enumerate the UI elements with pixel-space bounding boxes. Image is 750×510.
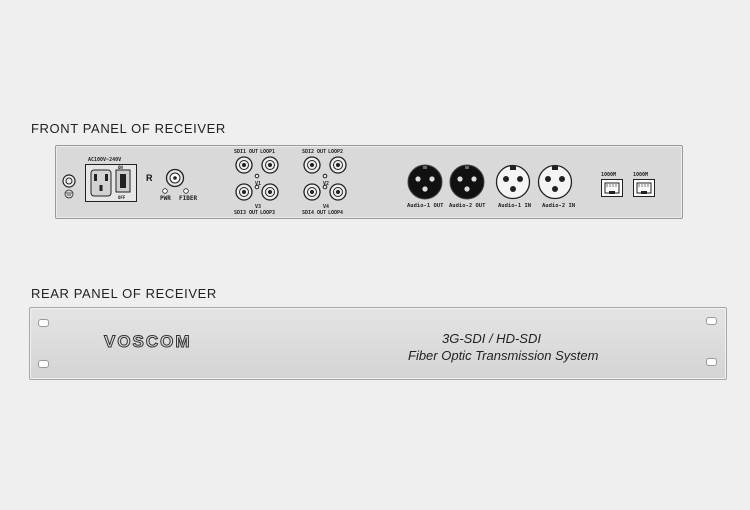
loop2-label: LOOP2	[328, 149, 344, 155]
mount-hole-top-right	[706, 317, 717, 325]
loop3-label: LOOP3	[260, 210, 276, 216]
audio-1-in-xlr[interactable]	[495, 164, 531, 200]
sdi4-out-label: SDI4 OUT	[302, 210, 327, 216]
product-subtitle: Fiber Optic Transmission System	[408, 348, 599, 363]
audio-2-in-xlr[interactable]	[537, 164, 573, 200]
front-panel-title: FRONT PANEL OF RECEIVER	[31, 121, 226, 136]
v3-label: V3	[255, 204, 262, 210]
lan-2-label: 1000M	[633, 172, 649, 178]
brand-logo: VOSCOM	[104, 332, 192, 352]
rear-panel: VOSCOM 3G-SDI / HD-SDI Fiber Optic Trans…	[29, 307, 727, 380]
pwr-led-label: PWR	[160, 195, 171, 202]
front-panel: AC100V~240V ON OFF R PWR FIBER SDI1 OUT …	[55, 145, 683, 219]
fuse-off-label: OFF	[118, 195, 126, 200]
sdi-bnc-group-1[interactable]	[235, 155, 279, 211]
audio-1-out-label: Audio-1 OUT	[407, 203, 444, 209]
audio-1-out-xlr[interactable]	[407, 164, 443, 200]
fuse-on-label: ON	[118, 165, 123, 170]
ethernet-port-2[interactable]	[633, 179, 655, 197]
audio-2-out-label: Audio-2 OUT	[449, 203, 486, 209]
sdi-bnc-group-2[interactable]	[303, 155, 347, 211]
audio-1-in-label: Audio-1 IN	[498, 203, 532, 209]
v2-label: V2	[323, 181, 330, 187]
receiver-r-label: R	[146, 173, 153, 183]
mount-hole-bottom-right	[706, 358, 717, 366]
fiber-led-label: FIBER	[179, 195, 198, 202]
mount-hole-bottom-left	[38, 360, 49, 368]
ac-input-label: AC100V~240V	[88, 157, 122, 163]
v1-label: V1	[255, 181, 262, 187]
audio-2-in-label: Audio-2 IN	[542, 203, 576, 209]
status-leds	[162, 188, 189, 194]
power-inlet[interactable]	[85, 164, 137, 202]
fiber-port[interactable]	[165, 168, 185, 188]
lan-1-label: 1000M	[601, 172, 617, 178]
sdi3-out-label: SDI3 OUT	[234, 210, 259, 216]
v4-label: V4	[323, 204, 330, 210]
mount-hole-top-left	[38, 319, 49, 327]
rear-panel-title: REAR PANEL OF RECEIVER	[31, 286, 217, 301]
ground-terminal-icon	[62, 174, 76, 199]
product-title: 3G-SDI / HD-SDI	[442, 331, 541, 346]
sdi2-out-label: SDI2 OUT	[302, 149, 327, 155]
audio-2-out-xlr[interactable]	[449, 164, 485, 200]
sdi1-out-label: SDI1 OUT	[234, 149, 259, 155]
ethernet-port-1[interactable]	[601, 179, 623, 197]
loop4-label: LOOP4	[328, 210, 344, 216]
loop1-label: LOOP1	[260, 149, 276, 155]
